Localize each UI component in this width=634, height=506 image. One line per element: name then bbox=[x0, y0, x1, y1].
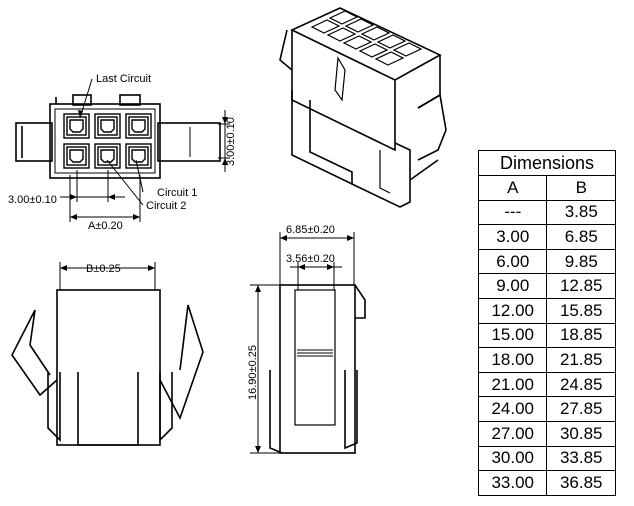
height-1690-label: 16.90±0.25 bbox=[247, 345, 259, 400]
cell-b: 3.85 bbox=[546, 199, 616, 226]
dim-a-label: A±0.20 bbox=[88, 220, 123, 232]
cell-a: 12.00 bbox=[477, 297, 548, 324]
cell-a: --- bbox=[477, 199, 548, 226]
cell-b: 27.85 bbox=[546, 396, 616, 422]
cell-a: 9.00 bbox=[477, 273, 548, 299]
column-header-b: B bbox=[546, 175, 616, 201]
cell-b: 33.85 bbox=[546, 445, 616, 472]
cell-a: 21.00 bbox=[477, 371, 548, 398]
table-row: ---3.85 bbox=[477, 199, 616, 226]
cell-a: 30.00 bbox=[477, 445, 548, 472]
cell-b: 9.85 bbox=[546, 248, 616, 275]
cell-b: 12.85 bbox=[546, 273, 616, 299]
pitch-vertical-label: 3.00±0.10 bbox=[225, 117, 237, 166]
cell-b: 24.85 bbox=[546, 371, 616, 398]
cell-b: 6.85 bbox=[546, 224, 616, 250]
end-view bbox=[250, 232, 366, 454]
cell-b: 15.85 bbox=[546, 297, 616, 324]
cell-b: 30.85 bbox=[546, 420, 616, 447]
cell-b: 18.85 bbox=[546, 322, 616, 349]
cell-a: 33.00 bbox=[477, 470, 548, 496]
cell-a: 24.00 bbox=[477, 396, 548, 422]
cell-a: 3.00 bbox=[477, 224, 548, 250]
last-circuit-label: Last Circuit bbox=[96, 73, 151, 85]
circuit-1-label: Circuit 1 bbox=[157, 187, 197, 199]
dim-b-label: B±0.25 bbox=[86, 263, 121, 275]
circuit-2-label: Circuit 2 bbox=[146, 200, 186, 212]
cell-a: 27.00 bbox=[477, 420, 548, 447]
front-view bbox=[15, 78, 230, 222]
table-title: Dimensions bbox=[478, 150, 616, 176]
width-356-label: 3.56±0.20 bbox=[286, 253, 335, 265]
cell-a: 15.00 bbox=[477, 322, 548, 349]
column-header-a: A bbox=[477, 175, 548, 201]
width-685-label: 6.85±0.20 bbox=[286, 224, 335, 236]
cell-a: 18.00 bbox=[477, 347, 548, 373]
pitch-horizontal-label: 3.00±0.10 bbox=[8, 194, 57, 206]
cell-b: 21.85 bbox=[546, 347, 616, 373]
isometric-view bbox=[279, 7, 447, 208]
cell-a: 6.00 bbox=[477, 248, 548, 275]
side-view bbox=[11, 262, 204, 446]
cell-b: 36.85 bbox=[546, 470, 616, 496]
